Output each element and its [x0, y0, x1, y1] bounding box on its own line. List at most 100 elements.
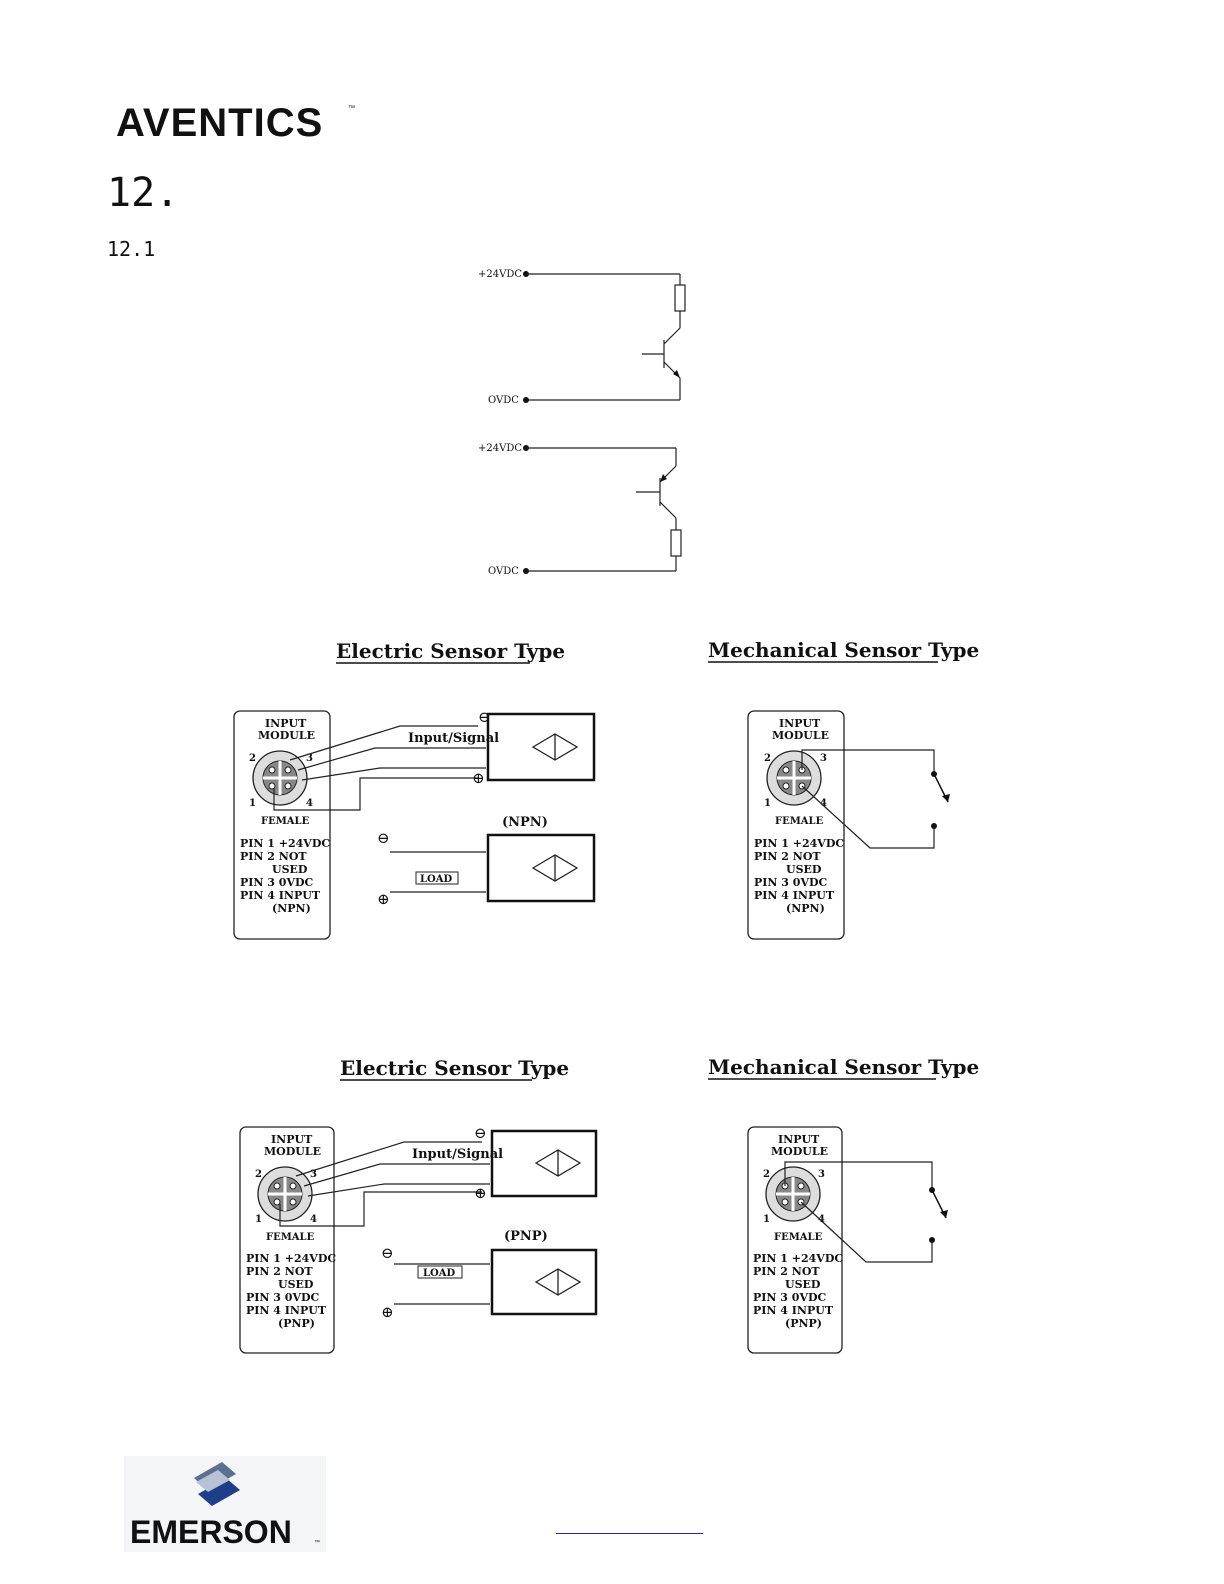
svg-text:PIN 2 NOT: PIN 2 NOT [753, 1265, 820, 1278]
sensor-box [490, 1248, 598, 1316]
svg-text:PIN 4 INPUT: PIN 4 INPUT [240, 889, 321, 902]
svg-text:2: 2 [249, 753, 256, 764]
pnp-circuit: +24VDC OVDC [478, 443, 682, 577]
svg-text:(NPN): (NPN) [272, 902, 311, 915]
svg-text:PIN 2 NOT: PIN 2 NOT [754, 850, 821, 863]
electric-sensor-title: Electric Sensor Type [336, 639, 565, 663]
svg-text:3: 3 [820, 753, 827, 764]
svg-text:PIN 3 0VDC: PIN 3 0VDC [754, 876, 828, 889]
svg-text:1: 1 [255, 1214, 262, 1225]
svg-text:USED: USED [272, 863, 308, 876]
input-module [233, 710, 331, 940]
resistor-icon [674, 284, 686, 312]
sensor-type-label: (NPN) [502, 815, 548, 830]
m12-connector-icon [765, 1166, 821, 1222]
svg-text:(PNP): (PNP) [785, 1317, 822, 1330]
m12-connector-icon [766, 750, 822, 806]
pnp-wiring-diagram: Electric Sensor Type Mechanical Sensor T… [239, 1055, 979, 1354]
npn-supply-label: +24VDC [478, 269, 522, 280]
svg-text:(PNP): (PNP) [278, 1317, 315, 1330]
mechanical-sensor-title: Mechanical Sensor Type [708, 638, 979, 662]
svg-text:MODULE: MODULE [771, 1145, 828, 1158]
pnp-supply-label: +24VDC [478, 443, 522, 454]
sensor-type-label: (PNP) [504, 1229, 548, 1244]
svg-text:INPUT: INPUT [271, 1133, 313, 1146]
svg-text:INPUT: INPUT [779, 717, 821, 730]
transistor-circuits: +24VDC OVDC +24VDC OVDC [478, 269, 686, 577]
emerson-emblem-icon [194, 1462, 240, 1506]
input-signal-label: Input/Signal [412, 1147, 503, 1162]
svg-text:PIN 1 +24VDC: PIN 1 +24VDC [240, 837, 330, 850]
svg-text:MODULE: MODULE [772, 729, 829, 742]
svg-text:USED: USED [786, 863, 822, 876]
svg-text:PIN 2 NOT: PIN 2 NOT [240, 850, 307, 863]
load-label: LOAD [420, 874, 453, 885]
input-module [239, 1126, 335, 1354]
pnp-ground-label: OVDC [488, 566, 519, 577]
svg-text:2: 2 [255, 1169, 262, 1180]
svg-text:FEMALE: FEMALE [774, 1232, 823, 1243]
section-number: 12. [107, 170, 180, 216]
input-signal-label: Input/Signal [408, 731, 499, 746]
svg-text:PIN 4 INPUT: PIN 4 INPUT [753, 1304, 834, 1317]
svg-text:MODULE: MODULE [264, 1145, 321, 1158]
m12-connector-icon [252, 750, 308, 806]
svg-text:™: ™ [348, 105, 355, 112]
svg-text:™: ™ [314, 1539, 320, 1546]
svg-text:MODULE: MODULE [258, 729, 315, 742]
npn-ground-label: OVDC [488, 395, 519, 406]
svg-text:PIN 3 0VDC: PIN 3 0VDC [240, 876, 314, 889]
svg-text:PIN 1 +24VDC: PIN 1 +24VDC [754, 837, 844, 850]
svg-text:1: 1 [764, 798, 771, 809]
svg-text:4: 4 [818, 1214, 825, 1225]
svg-text:INPUT: INPUT [265, 717, 307, 730]
svg-text:USED: USED [278, 1278, 314, 1291]
svg-text:PIN 4 INPUT: PIN 4 INPUT [754, 889, 835, 902]
m12-connector-icon [257, 1166, 313, 1222]
load-box [415, 871, 459, 885]
sensor-box [490, 1129, 598, 1198]
svg-text:4: 4 [310, 1214, 317, 1225]
svg-text:USED: USED [785, 1278, 821, 1291]
electric-sensor-title: Electric Sensor Type [340, 1056, 569, 1080]
load-box [417, 1265, 463, 1279]
sensor-box [486, 833, 596, 903]
svg-text:PIN 1 +24VDC: PIN 1 +24VDC [246, 1252, 336, 1265]
svg-text:3: 3 [818, 1169, 825, 1180]
svg-text:PIN 3 0VDC: PIN 3 0VDC [246, 1291, 320, 1304]
svg-text:1: 1 [763, 1214, 770, 1225]
npn-circuit: +24VDC OVDC [478, 269, 686, 406]
svg-text:PIN 1 +24VDC: PIN 1 +24VDC [753, 1252, 843, 1265]
load-label: LOAD [423, 1268, 456, 1279]
mechanical-sensor-title: Mechanical Sensor Type [708, 1055, 979, 1079]
svg-text:4: 4 [306, 798, 313, 809]
svg-text:(NPN): (NPN) [786, 902, 825, 915]
svg-text:3: 3 [306, 753, 313, 764]
svg-text:1: 1 [249, 798, 256, 809]
npn-wiring-diagram: Electric Sensor Type Mechanical Sensor T… [233, 638, 979, 940]
resistor-icon [670, 529, 682, 557]
svg-text:⊖: ⊖ [377, 829, 390, 847]
svg-text:⊖: ⊖ [381, 1244, 394, 1262]
svg-text:⊕: ⊕ [381, 1303, 394, 1321]
svg-text:4: 4 [820, 798, 827, 809]
svg-text:⊕: ⊕ [377, 890, 390, 908]
svg-text:FEMALE: FEMALE [261, 816, 310, 827]
svg-text:⊖: ⊖ [474, 1124, 487, 1142]
emerson-logo-text: EMERSON [130, 1514, 292, 1550]
subsection-number: 12.1 [107, 237, 156, 261]
svg-text:⊕: ⊕ [472, 769, 485, 787]
svg-text:PIN 2 NOT: PIN 2 NOT [246, 1265, 313, 1278]
svg-text:⊕: ⊕ [474, 1184, 487, 1202]
aventics-logo-text: AVENTICS [116, 101, 323, 142]
svg-text:3: 3 [310, 1169, 317, 1180]
emerson-logo: EMERSON ™ [124, 1456, 326, 1552]
footer-link-underline[interactable] [556, 1533, 703, 1535]
aventics-logo: AVENTICS ™ [116, 98, 366, 145]
svg-text:PIN 4 INPUT: PIN 4 INPUT [246, 1304, 327, 1317]
svg-text:FEMALE: FEMALE [775, 816, 824, 827]
svg-text:2: 2 [763, 1169, 770, 1180]
sensor-box [486, 712, 596, 782]
svg-text:INPUT: INPUT [778, 1133, 820, 1146]
svg-text:FEMALE: FEMALE [266, 1232, 315, 1243]
